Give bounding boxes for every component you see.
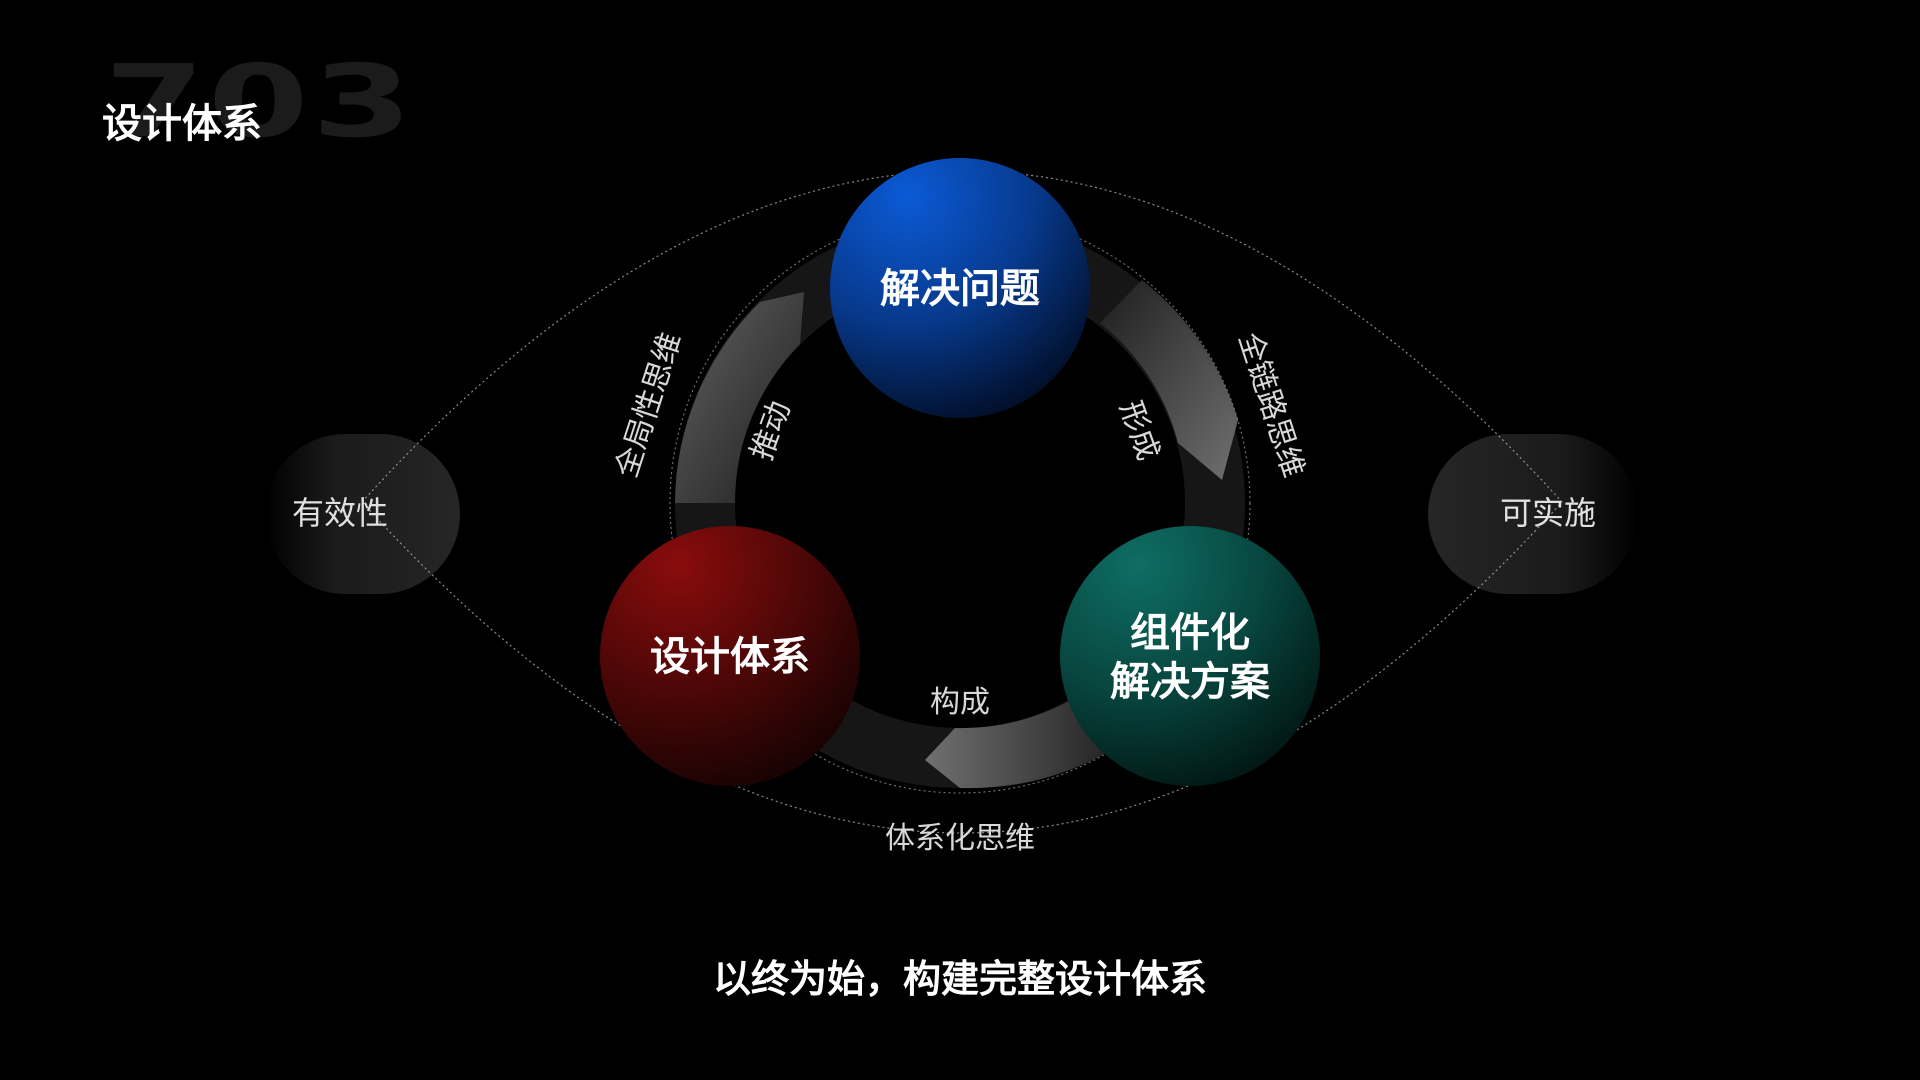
outer-label-right: 全链路思维 — [1231, 328, 1311, 481]
node-left-circle — [600, 526, 860, 786]
node-right-label-line2: 解决方案 — [1110, 659, 1271, 705]
outer-lens-outline — [361, 170, 1563, 834]
node-left-label: 设计体系 — [650, 634, 810, 680]
inner-label-right: 形成 — [1112, 397, 1165, 465]
node-right-label-line1: 组件化 — [1130, 610, 1250, 656]
pill-right-label: 可实施 — [1500, 494, 1596, 532]
arrow-left-segment — [675, 292, 804, 503]
outer-label-bottom: 体系化思维 — [885, 821, 1035, 856]
outer-label-left: 全局性思维 — [609, 328, 689, 481]
slide-caption: 以终为始，构建完整设计体系 — [712, 957, 1207, 1001]
pill-right-shape — [1428, 434, 1638, 594]
arrow-right-segment — [1100, 280, 1238, 480]
section-number: 703 — [104, 43, 416, 160]
node-top-circle — [830, 158, 1090, 418]
inner-label-bottom: 构成 — [930, 685, 990, 720]
pill-left-label: 有效性 — [292, 494, 388, 532]
node-top-label: 解决问题 — [880, 266, 1040, 312]
section-title: 设计体系 — [102, 101, 262, 147]
node-right-circle — [1060, 526, 1320, 786]
